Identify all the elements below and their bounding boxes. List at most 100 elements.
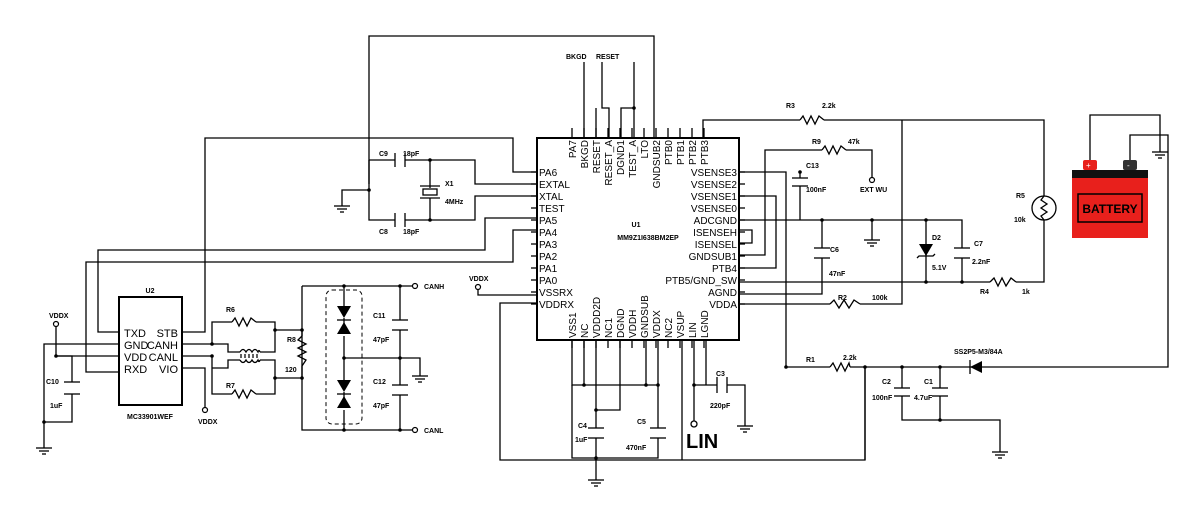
u1-part-number: MM9Z1I638BM2EP xyxy=(617,235,679,242)
c5-symbol xyxy=(650,427,666,439)
u1-pin-label-right-11: VDDA xyxy=(709,300,737,311)
u2-ref: U2 xyxy=(146,288,155,295)
u1-pin-label-left-3: TEST xyxy=(539,204,565,215)
u1-pin-label-right-7: GNDSUB1 xyxy=(689,252,738,263)
u1-pin-label-bottom-10: LIN xyxy=(688,322,699,338)
c7-symbol xyxy=(954,247,970,259)
c6-ref: C6 xyxy=(830,247,839,254)
u1-pin-label-top-9: PTB1 xyxy=(676,140,687,165)
ground-icon xyxy=(412,375,428,383)
r6-ref: R6 xyxy=(226,307,235,314)
c11-value: 47pF xyxy=(373,337,390,344)
u1-pin-label-bottom-3: NC1 xyxy=(604,318,615,338)
lin-net-label: LIN xyxy=(686,431,718,453)
u1-pin-label-bottom-6: GNDSUB xyxy=(640,295,651,338)
c1-value: 4.7uF xyxy=(914,395,933,402)
u2-pin-vdd: VDD xyxy=(124,352,147,364)
u1-pin-label-right-6: ISENSEL xyxy=(695,240,738,251)
r4-value: 1k xyxy=(1022,289,1030,296)
u2-body xyxy=(118,296,183,406)
r2-symbol xyxy=(829,298,861,310)
battery-top-band xyxy=(1072,170,1148,178)
r7-ref: R7 xyxy=(226,383,235,390)
c9-value: 18pF xyxy=(403,151,420,158)
battery-negative-terminal xyxy=(1123,160,1137,170)
r1-symbol xyxy=(829,361,851,373)
canh-net-label: CANH xyxy=(424,284,444,291)
u1-pin-label-left-8: PA1 xyxy=(539,264,558,275)
bkgd-net-label: BKGD xyxy=(566,54,587,61)
u2-pin-canl: CANL xyxy=(149,352,178,364)
u1-pin-label-left-7: PA2 xyxy=(539,252,558,263)
c9-ref: C9 xyxy=(379,151,388,158)
vddx-terminal-icon xyxy=(201,406,209,414)
esd-protection-block xyxy=(325,289,363,425)
r6-symbol xyxy=(231,316,257,328)
r1-ref: R1 xyxy=(806,357,815,364)
c3-value: 220pF xyxy=(710,403,731,410)
c3-symbol xyxy=(716,377,728,393)
c4-ref: C4 xyxy=(578,423,587,430)
u1-pin-label-top-4: DGND1 xyxy=(616,140,627,175)
d2-ref: D2 xyxy=(932,235,941,242)
u1-pin-label-right-5: ISENSEH xyxy=(693,228,737,239)
u1-body xyxy=(536,137,740,341)
resistors xyxy=(231,114,1057,400)
c3-ref: C3 xyxy=(716,371,725,378)
u1-pin-label-top-10: PTB2 xyxy=(688,140,699,165)
u1-pin-label-top-7: GNDSUB2 xyxy=(652,140,663,189)
canl-net-label: CANL xyxy=(424,428,444,435)
u1-pin-label-right-9: PTB5/GND_SW xyxy=(665,276,737,287)
u1-pin-label-top-5: TEST_A xyxy=(628,140,639,178)
u1-pin-label-right-4: ADCGND xyxy=(694,216,737,227)
capacitors xyxy=(64,153,970,439)
u1-pin-label-right-2: VSENSE1 xyxy=(691,192,738,203)
u1-pin-label-left-10: VSSRX xyxy=(539,288,573,299)
c2-ref: C2 xyxy=(882,379,891,386)
d2-zener-symbol xyxy=(916,244,936,259)
u1-pin-label-top-8: PTB0 xyxy=(664,140,675,165)
u1-pin-label-top-2: RESET xyxy=(592,140,603,173)
u1-pin-label-left-6: PA3 xyxy=(539,240,558,251)
c6-value: 47nF xyxy=(829,271,846,278)
x1-value: 4MHz xyxy=(445,199,464,206)
c9-symbol xyxy=(394,153,406,167)
c8-ref: C8 xyxy=(379,229,388,236)
u2-pin-canh: CANH xyxy=(147,340,178,352)
u1-pin-label-bottom-1: NC xyxy=(580,324,591,338)
c8-symbol xyxy=(394,213,406,227)
r4-symbol xyxy=(989,276,1017,288)
r2-ref: R2 xyxy=(838,295,847,302)
battery-plus-sign: + xyxy=(1086,161,1091,170)
battery-minus-sign: - xyxy=(1127,161,1130,170)
ground-icon xyxy=(992,451,1008,459)
canh-terminal-icon xyxy=(411,282,419,290)
u1-pin-label-bottom-4: DGND xyxy=(616,309,627,338)
c12-ref: C12 xyxy=(373,379,386,386)
u1-pin-label-top-3: RESET_A xyxy=(604,140,615,186)
ground-icon xyxy=(588,479,604,487)
component-labels: BKGD RESET C9 18pF C8 18pF X1 4MHz VDDX … xyxy=(46,54,1030,453)
u2-pin-vio: VIO xyxy=(159,364,178,376)
r3-value: 2.2k xyxy=(822,103,836,110)
c7-value: 2.2nF xyxy=(972,259,991,266)
r3-symbol xyxy=(799,114,825,126)
r1-value: 2.2k xyxy=(843,355,857,362)
ground-icon xyxy=(737,425,753,433)
u1-pin-label-bottom-0: VSS1 xyxy=(568,312,579,338)
r8-symbol xyxy=(296,335,308,370)
vddx-terminal-icon xyxy=(52,320,60,328)
u1-ref: U1 xyxy=(632,222,641,229)
ext-wu-terminal-icon xyxy=(868,176,876,184)
r9-symbol xyxy=(821,144,847,156)
c10-symbol xyxy=(64,381,80,395)
r9-ref: R9 xyxy=(812,139,821,146)
u1-pin-label-top-11: PTB3 xyxy=(700,140,711,165)
u1-pin-label-left-1: EXTAL xyxy=(539,180,570,191)
u1-pin-label-bottom-9: VSUP xyxy=(676,310,687,338)
ext-wu-net-label: EXT WU xyxy=(860,187,887,194)
u1-pin-label-top-6: LTO xyxy=(640,140,651,159)
u1-pin-label-right-1: VSENSE2 xyxy=(691,180,738,191)
c5-value: 470nF xyxy=(626,445,647,452)
